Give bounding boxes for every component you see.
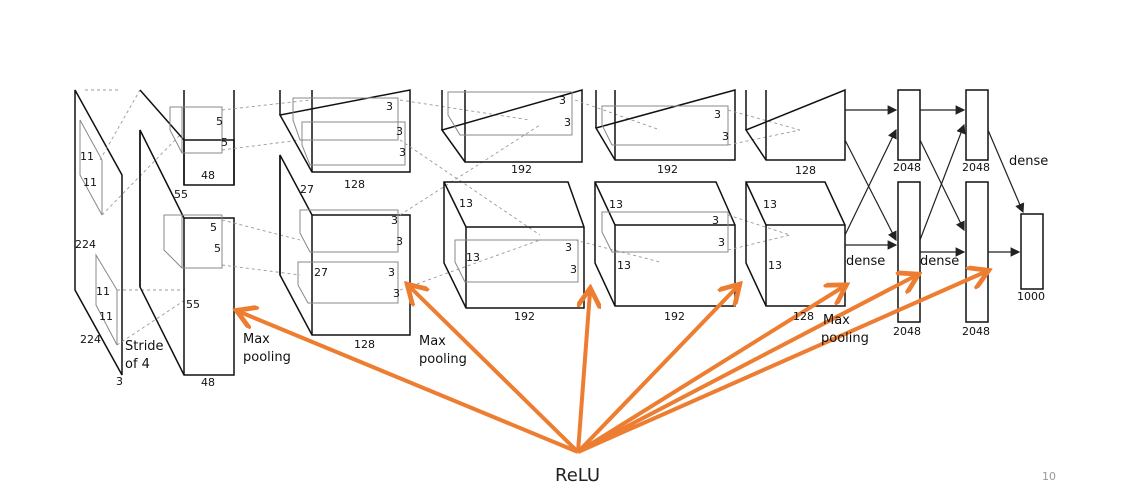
label-c2-3-f: 3	[388, 266, 395, 279]
relu-arrow-7	[577, 272, 985, 454]
conv3-layer	[440, 89, 661, 309]
label-c3-3-a: 3	[559, 94, 566, 107]
label-input-224-side: 224	[75, 238, 96, 251]
label-c3-3-c: 3	[565, 241, 572, 254]
label-c1-5-d: 5	[214, 242, 221, 255]
diagram-labels: 11 11 224 11 11 224 Stride of 4 3 5 5 48…	[75, 94, 1056, 486]
label-c4-13-b: 13	[617, 259, 631, 272]
relu-label: ReLU	[555, 465, 600, 486]
label-c1-48-top: 48	[201, 169, 215, 182]
label-fc2-2048-top: 2048	[962, 161, 990, 174]
label-dense-1: dense	[846, 254, 885, 269]
label-c1-5-a: 5	[216, 115, 223, 128]
label-c2-27-b: 27	[314, 266, 328, 279]
label-stride: Stride	[125, 339, 164, 354]
label-input-11-d: 11	[99, 310, 113, 323]
label-out-1000: 1000	[1017, 290, 1045, 303]
conv5-layer	[744, 88, 846, 307]
label-c3-192-top: 192	[511, 163, 532, 176]
label-c2-3-d: 3	[391, 214, 398, 227]
label-maxpool2-a: Max	[419, 334, 446, 349]
label-c2-27: 27	[300, 183, 314, 196]
label-input-11-b: 11	[83, 176, 97, 189]
label-c4-3-a: 3	[714, 108, 721, 121]
relu-arrow-6	[577, 276, 915, 454]
label-maxpool3-a: Max	[823, 313, 850, 328]
label-c1-48-bottom: 48	[201, 376, 215, 389]
label-c3-3-b: 3	[564, 116, 571, 129]
conv1-layer	[139, 89, 311, 376]
relu-arrow-3	[576, 292, 590, 453]
label-c1-5-c: 5	[210, 221, 217, 234]
label-channels: 3	[116, 375, 123, 388]
label-maxpool1-b: pooling	[243, 350, 291, 365]
conv2-layer	[278, 89, 541, 336]
relu-arrow-1	[240, 312, 579, 454]
label-fc1-2048-top: 2048	[893, 161, 921, 174]
label-c4-192-top: 192	[657, 163, 678, 176]
label-input-224-bottom: 224	[80, 333, 101, 346]
label-c4-3-b: 3	[722, 130, 729, 143]
label-c1-5-b: 5	[221, 136, 228, 149]
label-c2-128-bottom: 128	[354, 338, 375, 351]
label-c4-192-bottom: 192	[664, 310, 685, 323]
label-maxpool1-a: Max	[243, 332, 270, 347]
label-c5-128-top: 128	[795, 164, 816, 177]
label-input-11-a: 11	[80, 150, 94, 163]
label-c2-3-g: 3	[393, 287, 400, 300]
label-c2-3-e: 3	[396, 235, 403, 248]
relu-arrow-5	[576, 287, 843, 454]
label-dense-top: dense	[1009, 154, 1048, 169]
label-c2-3-b: 3	[396, 125, 403, 138]
relu-arrows	[240, 272, 985, 454]
label-c2-128-top: 128	[344, 178, 365, 191]
label-c5-13-b: 13	[768, 259, 782, 272]
label-maxpool2-b: pooling	[419, 352, 467, 367]
label-c3-13-b: 13	[466, 251, 480, 264]
relu-arrow-2	[410, 287, 580, 454]
label-c5-128-bottom: 128	[793, 310, 814, 323]
input-layer	[74, 89, 186, 376]
label-c2-3-c: 3	[399, 146, 406, 159]
label-c5-13: 13	[763, 198, 777, 211]
relu-arrow-4	[576, 287, 737, 454]
label-c4-13: 13	[609, 198, 623, 211]
label-c1-55-top: 55	[174, 188, 188, 201]
page-number: 10	[1042, 470, 1056, 483]
label-input-11-c: 11	[96, 285, 110, 298]
label-c3-13: 13	[459, 197, 473, 210]
dense-layers	[844, 89, 1044, 323]
label-fc2-2048-bottom: 2048	[962, 325, 990, 338]
label-dense-2: dense	[920, 254, 959, 269]
label-c4-3-c: 3	[712, 214, 719, 227]
label-c1-55-bottom: 55	[186, 298, 200, 311]
label-maxpool3-b: pooling	[821, 331, 869, 346]
label-c3-3-d: 3	[570, 263, 577, 276]
label-c4-3-d: 3	[718, 236, 725, 249]
label-c2-3-a: 3	[386, 100, 393, 113]
label-of-4: of 4	[125, 357, 150, 372]
label-fc1-2048-bottom: 2048	[893, 325, 921, 338]
label-c3-192-bottom: 192	[514, 310, 535, 323]
